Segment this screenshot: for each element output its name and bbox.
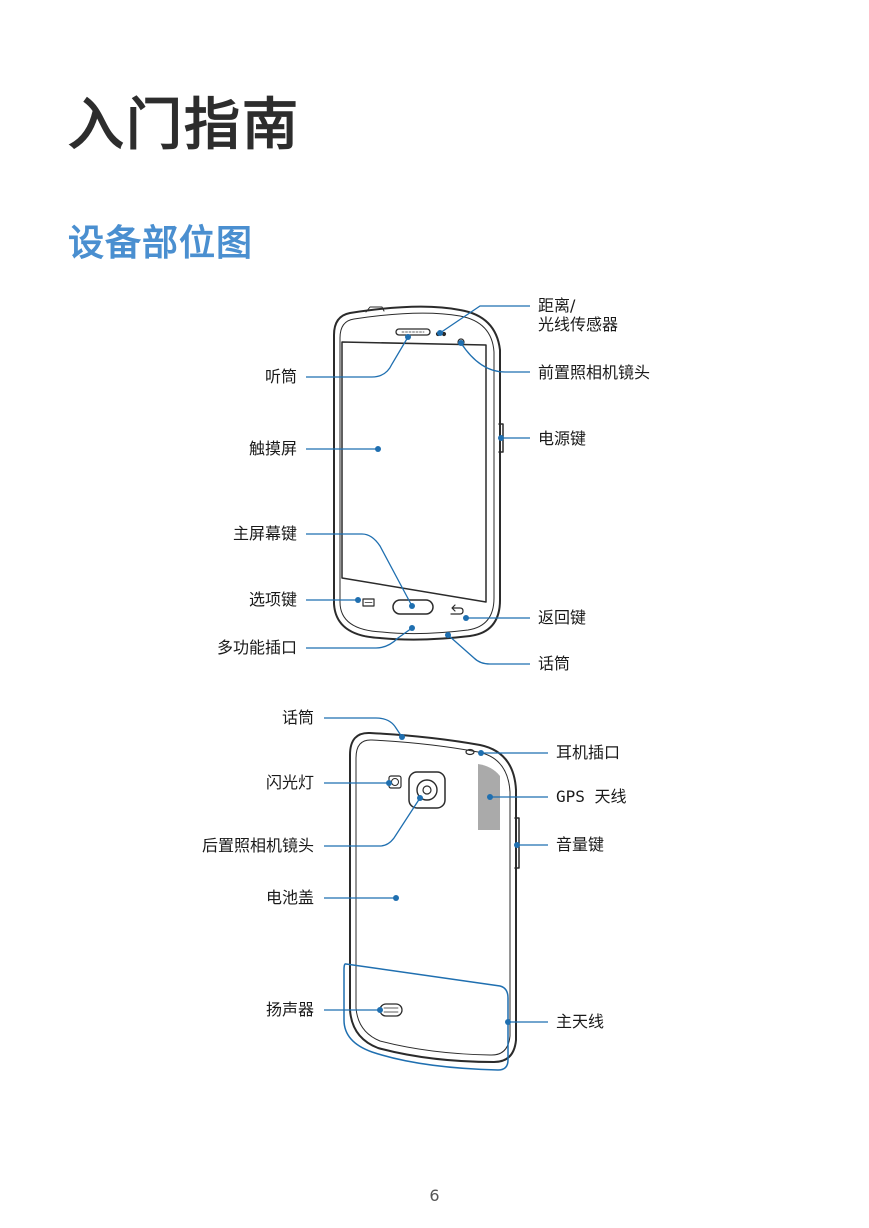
label-flash: 闪光灯 [265, 773, 314, 792]
front-callout-dots [355, 330, 504, 638]
label-earpiece: 听筒 [264, 367, 297, 386]
page-number: 6 [429, 1186, 440, 1205]
label-back-cover: 电池盖 [265, 888, 314, 907]
front-screen [341, 341, 487, 603]
top-notch [365, 306, 385, 313]
label-front-microphone: 话筒 [538, 654, 571, 673]
headset-jack-shape [465, 748, 475, 756]
callout-home-key [306, 533, 413, 607]
label-headset-jack: 耳机插口 [556, 743, 621, 762]
callout-microphone [447, 634, 530, 665]
main-antenna-outline [343, 963, 509, 1071]
front-device [333, 305, 504, 641]
callout-rear-camera [324, 797, 421, 847]
home-key-shape [392, 599, 434, 615]
label-volume-key: 音量键 [556, 835, 605, 854]
label-speaker: 扬声器 [265, 1000, 314, 1019]
back-callout-dots [377, 734, 520, 1025]
label-proximity-sensor-line1: 距离/ [538, 296, 576, 315]
callout-multipurpose-jack [306, 627, 413, 649]
label-proximity-sensor-line2: 光线传感器 [538, 315, 619, 334]
flash-lens [391, 778, 399, 786]
earpiece-grille [395, 328, 431, 336]
back-key-shape [450, 604, 464, 615]
front-callouts [306, 305, 530, 665]
back-callouts [324, 717, 548, 1023]
front-body-outline [333, 305, 501, 641]
section-title: 设备部位图 [68, 223, 254, 264]
label-menu-key: 选项键 [248, 590, 297, 609]
rear-camera-module [408, 771, 446, 809]
callout-back-microphone [324, 717, 403, 738]
chapter-title: 入门指南 [68, 93, 300, 158]
callout-proximity [439, 305, 530, 334]
front-bezel-inner [339, 312, 495, 635]
rear-camera-lens-outer [416, 779, 438, 801]
label-front-camera: 前置照相机镜头 [538, 363, 651, 382]
callout-earpiece [306, 336, 409, 378]
label-multipurpose-jack: 多功能插口 [216, 638, 297, 657]
label-gps-antenna: GPS 天线 [556, 787, 627, 806]
back-body-inner [355, 739, 511, 1056]
label-back-microphone: 话筒 [281, 708, 314, 727]
label-home-key: 主屏幕键 [232, 524, 297, 543]
label-back-key: 返回键 [538, 608, 587, 627]
speaker-grille [379, 1003, 403, 1017]
menu-key-shape [362, 598, 375, 607]
label-rear-camera: 后置照相机镜头 [201, 836, 314, 855]
label-touchscreen: 触摸屏 [248, 439, 297, 458]
label-power-key: 电源键 [538, 429, 587, 448]
rear-camera-lens-inner [422, 785, 432, 795]
callout-front-camera [460, 342, 530, 373]
label-main-antenna: 主天线 [556, 1012, 605, 1031]
